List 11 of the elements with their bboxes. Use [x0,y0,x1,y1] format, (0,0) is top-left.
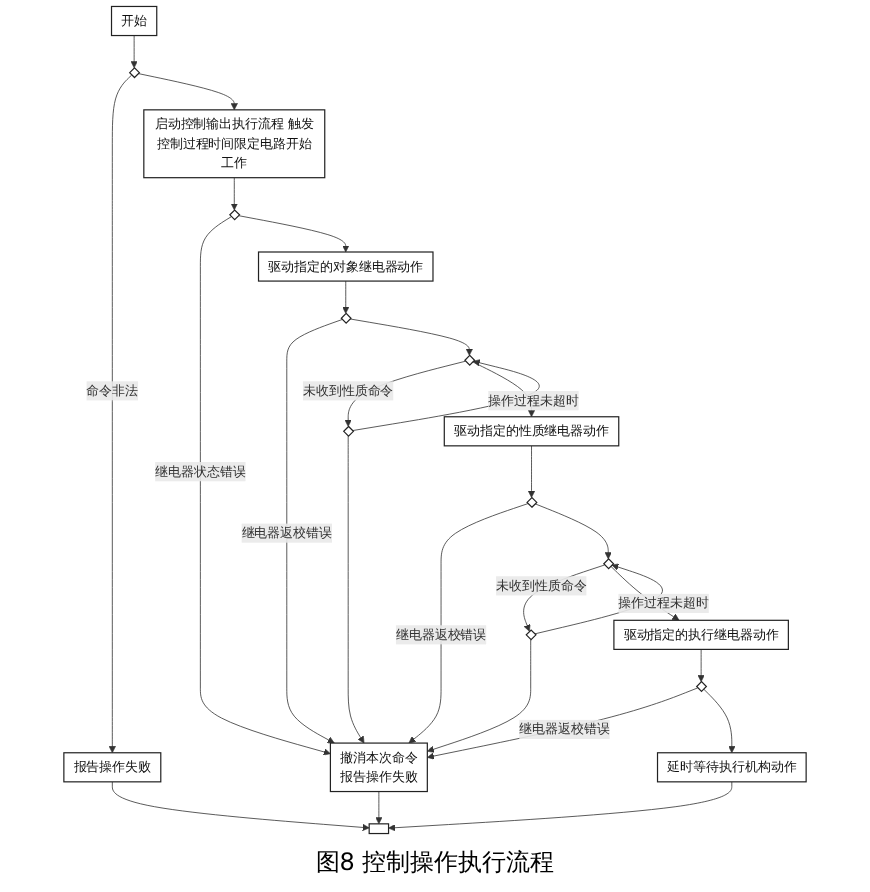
node-diamond [526,496,538,509]
node-box [368,823,390,835]
figure-caption: 图8 控制操作执行流程 [313,846,557,880]
node-diamond [229,209,241,221]
node-diamond [342,425,355,437]
node-diamond [464,354,476,366]
node-diamond [695,680,708,693]
node-diamond [602,558,615,570]
node-diamond [525,629,537,641]
node-diamond [340,312,352,324]
node-diamond [128,67,141,79]
